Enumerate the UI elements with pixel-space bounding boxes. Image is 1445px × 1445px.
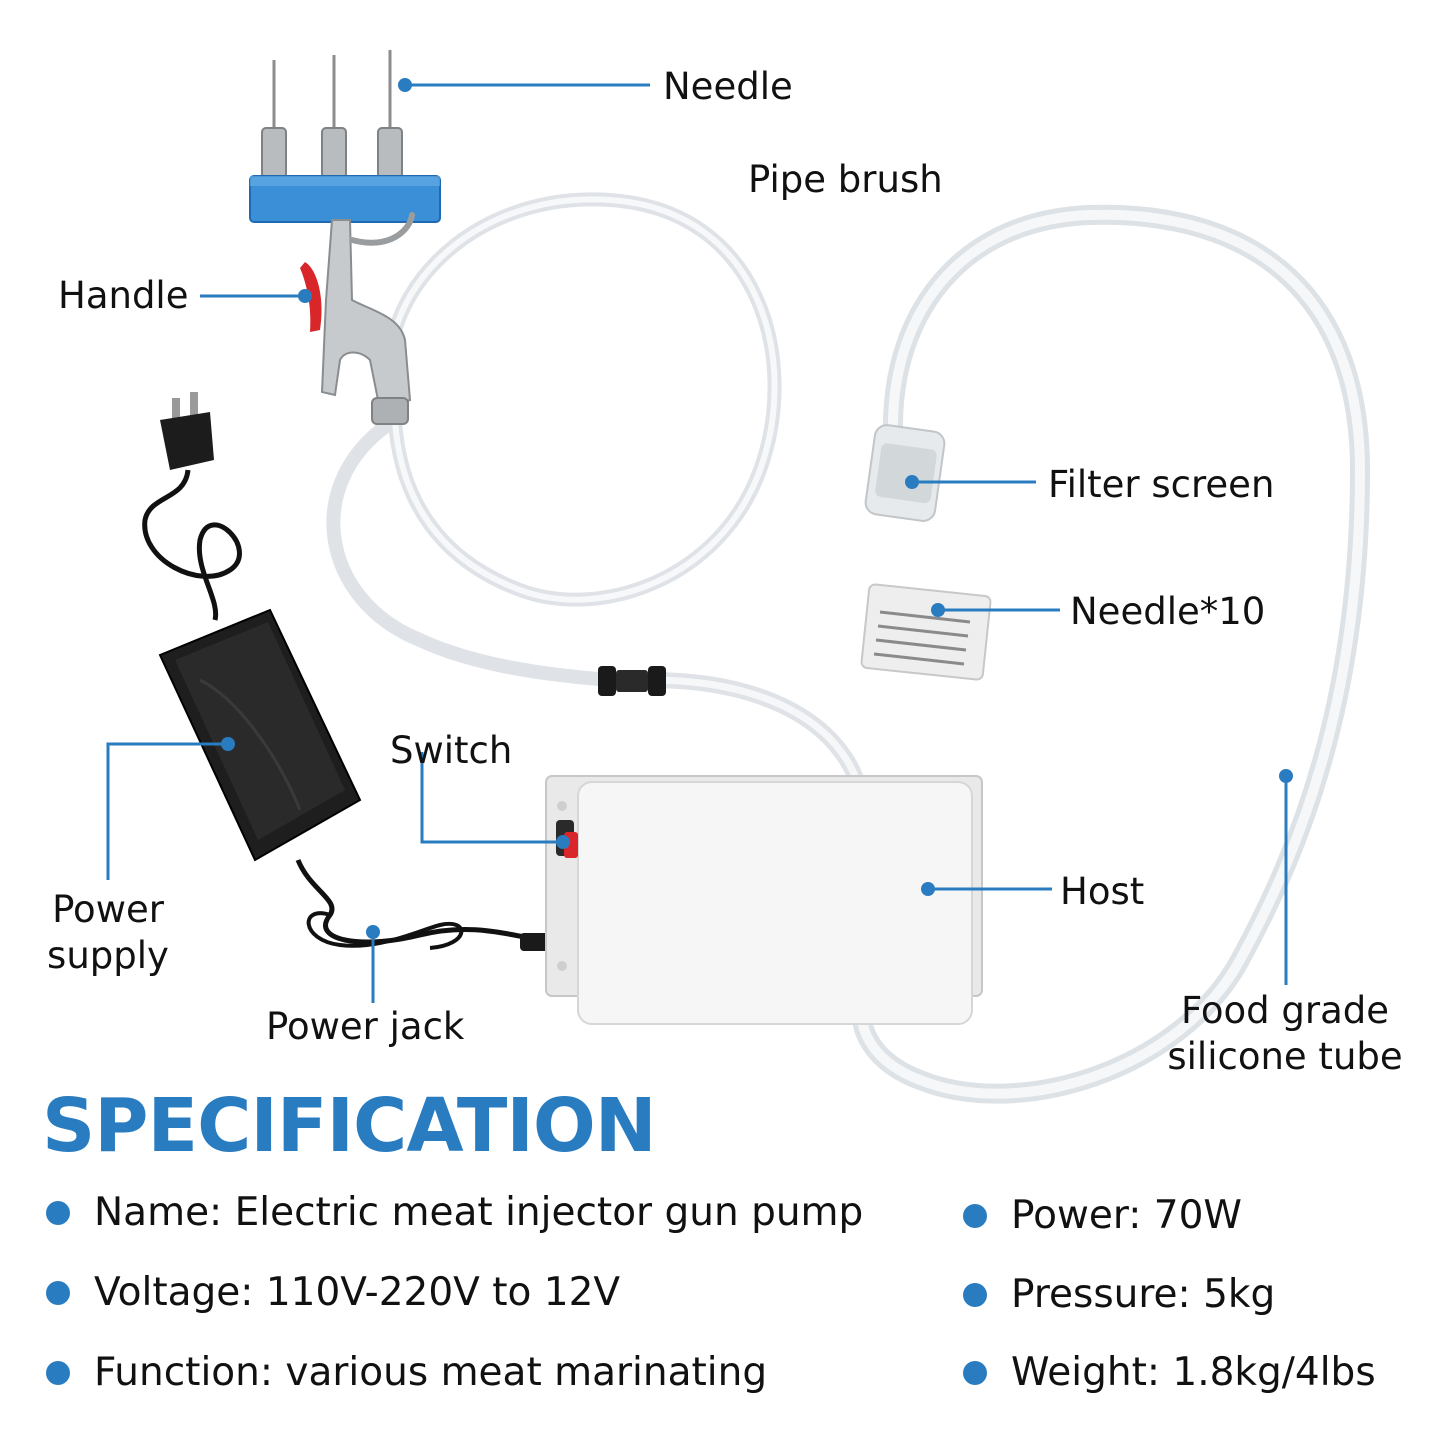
filter-screen-label: Filter screen — [1048, 463, 1275, 506]
power-supply-label-line2: supply — [47, 934, 169, 978]
spec-item-power: Power: 70W — [963, 1193, 1242, 1238]
bullet-dot — [46, 1360, 70, 1385]
needle-label: Needle — [663, 65, 793, 108]
needle-set — [261, 50, 403, 179]
power-plug — [142, 392, 242, 621]
specification-title: SPECIFICATION — [42, 1083, 657, 1169]
callout-lines — [106, 83, 1288, 1003]
bullet-dot — [963, 1203, 987, 1228]
spec-item-function: Function: various meat marinating — [46, 1350, 767, 1395]
spec-item-weight: Weight: 1.8kg/4lbs — [963, 1350, 1376, 1395]
switch-label: Switch — [390, 729, 513, 772]
spec-text: Function: various meat marinating — [94, 1350, 768, 1395]
bullet-dot — [46, 1280, 70, 1305]
power-supply-label-line1: Power — [52, 888, 164, 931]
host-label: Host — [1060, 870, 1145, 913]
spec-item-pressure: Pressure: 5kg — [963, 1272, 1275, 1317]
bullet-dot — [963, 1360, 987, 1385]
bullet-dot — [963, 1282, 987, 1307]
spec-item-name: Name: Electric meat injector gun pump — [46, 1190, 863, 1235]
silicone-tube-label-line2: silicone tube — [1167, 1035, 1403, 1079]
silicone-tube-label: Food grade silicone tube — [1150, 988, 1420, 1081]
spec-text: Name: Electric meat injector gun pump — [94, 1190, 864, 1235]
bullet-dot — [46, 1200, 70, 1225]
handle-label: Handle — [58, 274, 189, 317]
power-jack-label: Power jack — [266, 1005, 465, 1048]
pipe-brush-label: Pipe brush — [748, 158, 943, 201]
needle-pack — [860, 583, 992, 681]
spec-text: Voltage: 110V-220V to 12V — [94, 1270, 621, 1315]
spec-text: Pressure: 5kg — [1011, 1272, 1276, 1317]
filter-screen — [864, 424, 946, 522]
needle-pack-label: Needle*10 — [1070, 590, 1266, 633]
spec-text: Power: 70W — [1011, 1193, 1242, 1238]
tube-coupler — [598, 666, 666, 696]
callout-dots — [221, 78, 1293, 939]
silicone-tube-label-line1: Food grade — [1180, 989, 1390, 1032]
spec-item-voltage: Voltage: 110V-220V to 12V — [46, 1270, 620, 1315]
power-supply-label: Power supply — [28, 887, 188, 980]
spec-text: Weight: 1.8kg/4lbs — [1011, 1350, 1376, 1395]
host-pump — [545, 775, 983, 1025]
